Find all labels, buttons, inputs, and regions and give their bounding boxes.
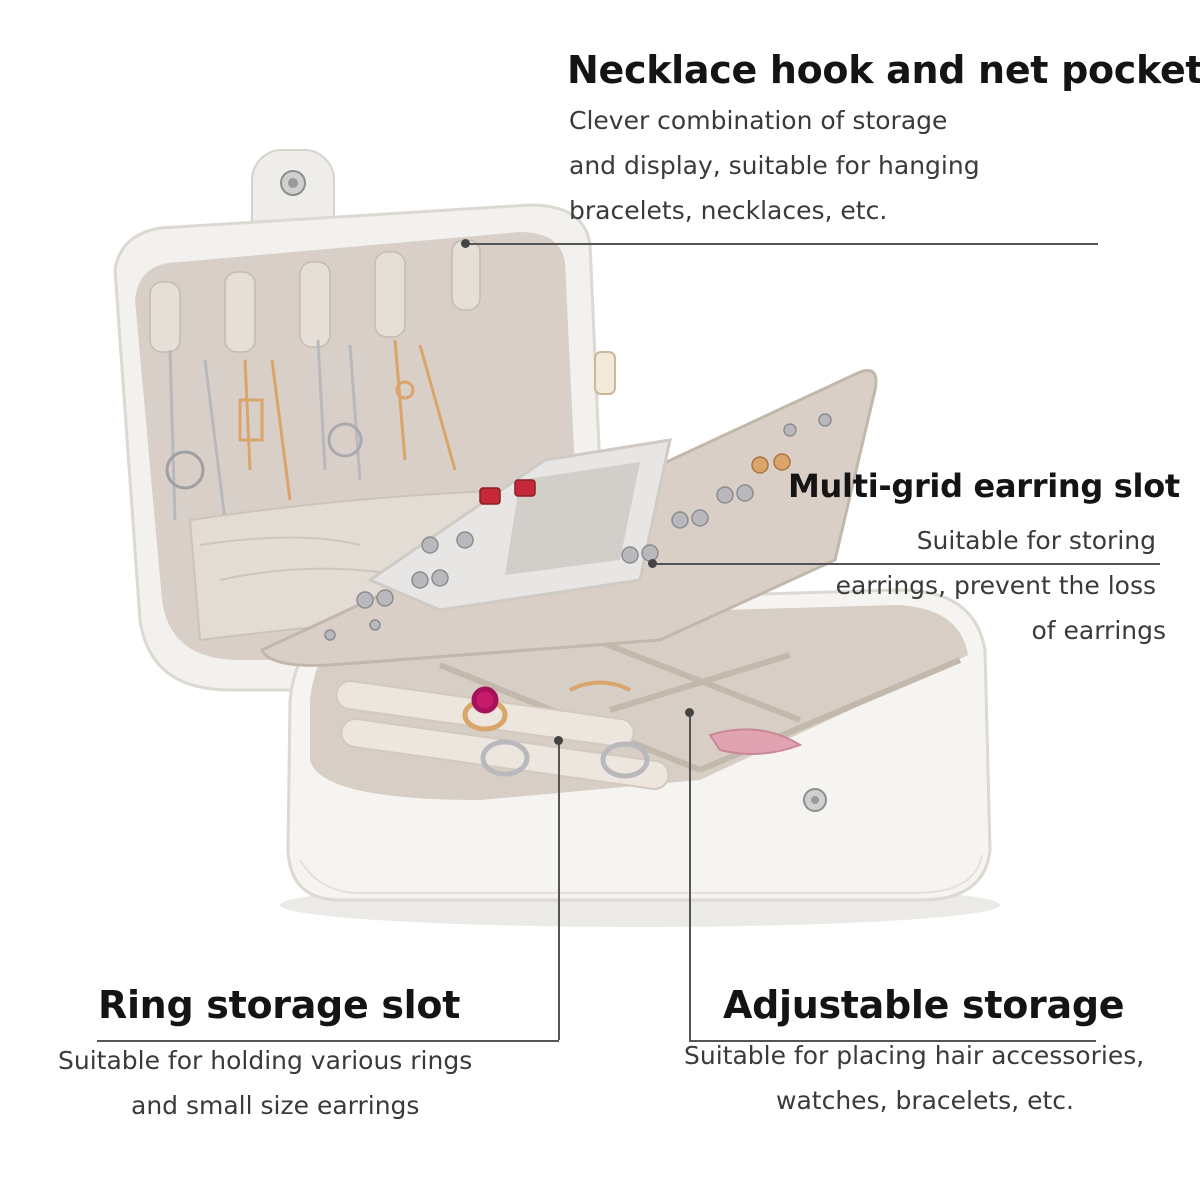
earring-callout-desc-1: Suitable for storing xyxy=(916,526,1156,555)
necklace-leader-line xyxy=(465,243,1098,245)
earring-leader-dot xyxy=(648,559,657,568)
adjustable-leader-horizontal xyxy=(689,1040,1096,1042)
ring-leader-vertical xyxy=(558,740,560,1040)
earring-studs xyxy=(324,413,832,641)
ring-leader-dot xyxy=(554,736,563,745)
earring-callout-title: Multi-grid earring slot xyxy=(788,467,1180,505)
adjustable-leader-vertical xyxy=(689,712,691,1040)
ring-leader-horizontal xyxy=(97,1040,559,1042)
adjustable-callout-desc-1: Suitable for placing hair accessories, xyxy=(684,1041,1145,1070)
necklace-callout-title: Necklace hook and net pocket xyxy=(567,48,1200,92)
hanging-necklaces xyxy=(165,339,457,521)
ring-callout-title: Ring storage slot xyxy=(98,983,461,1027)
necklace-callout-desc-1: Clever combination of storage xyxy=(569,106,948,135)
adjustable-leader-dot xyxy=(685,708,694,717)
necklace-callout-desc-3: bracelets, necklaces, etc. xyxy=(569,196,888,225)
ring-callout-desc-2: and small size earrings xyxy=(131,1091,420,1120)
earring-callout-desc-3: of earrings xyxy=(1031,616,1166,645)
necklace-callout-desc-2: and display, suitable for hanging xyxy=(569,151,980,180)
ring-callout-desc-1: Suitable for holding various rings xyxy=(58,1046,473,1075)
compartment-items xyxy=(569,680,631,692)
adjustable-callout-desc-2: watches, bracelets, etc. xyxy=(776,1086,1074,1115)
adjustable-callout-title: Adjustable storage xyxy=(723,983,1125,1027)
earring-leader-line xyxy=(652,563,1160,565)
rings xyxy=(462,686,650,779)
necklace-hooks xyxy=(149,239,481,353)
earring-callout-desc-2: earrings, prevent the loss xyxy=(835,571,1156,600)
necklace-leader-dot xyxy=(461,239,470,248)
